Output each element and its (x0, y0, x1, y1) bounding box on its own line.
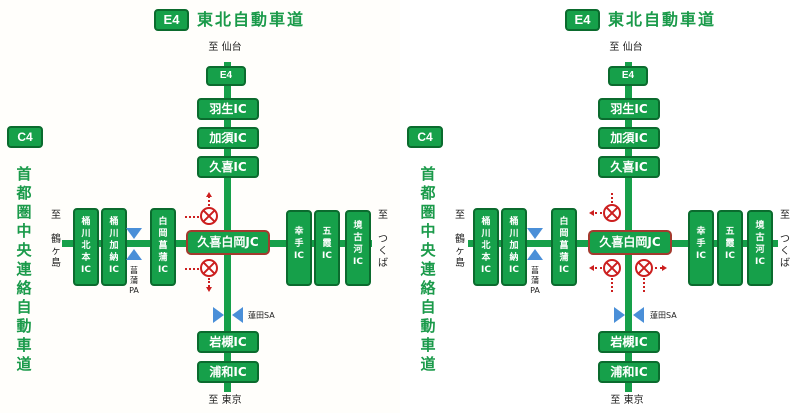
destination-south: 至 東京 (208, 395, 242, 406)
ic-sign: 羽生IC (197, 98, 259, 120)
side-route-title: 首 都 圏 中 央 連 絡 自 動 車 道 (16, 165, 32, 373)
ic-sign: 久喜IC (197, 156, 259, 178)
service-area-icon (213, 307, 224, 323)
diagram-panel-right: E4 東北自動車道 至 仙台 E4 羽生IC 加須IC 久喜IC 岩槻IC 浦和… (400, 0, 800, 413)
route-badge-e4: E4 (154, 9, 189, 31)
destination-north: 至 仙台 (208, 42, 242, 53)
junction-sign: 久喜白岡JC (186, 230, 270, 255)
closed-ramp-icon (635, 259, 653, 277)
arrow-right-icon (662, 265, 667, 271)
junction-sign: 久喜白岡JC (588, 230, 672, 255)
destination-north: 至 仙台 (609, 42, 643, 53)
route-title: 東北自動車道 (197, 10, 306, 29)
route-badge-c4: C4 (7, 126, 43, 148)
road-vertical (625, 62, 632, 392)
destination-west: 至 鶴 ヶ 島 (51, 210, 61, 269)
parking-area-icon (527, 249, 543, 260)
closed-ramp-icon (603, 259, 621, 277)
arrow-up-icon (206, 192, 212, 197)
ic-sign: 岩槻IC (598, 331, 660, 353)
arrow-left-icon (589, 210, 594, 216)
destination-east: 至 つ く ば (780, 210, 790, 269)
parking-area-label: 菖 蒲 PA (530, 266, 540, 295)
road-vertical (224, 62, 231, 392)
route-badge-e4: E4 (565, 9, 600, 31)
ic-sign: 浦和IC (598, 361, 660, 383)
destination-south: 至 東京 (610, 395, 644, 406)
service-area-icon (614, 307, 625, 323)
parking-area-label: 菖 蒲 PA (129, 266, 139, 295)
service-area-label: 蓮田SA (248, 311, 275, 320)
service-area-icon (232, 307, 243, 323)
closed-ramp-icon (200, 259, 218, 277)
ic-sign: 加須IC (598, 127, 660, 149)
service-area-icon (633, 307, 644, 323)
closed-ramp-icon (200, 207, 218, 225)
e4-marker: E4 (608, 66, 648, 86)
ic-sign: 岩槻IC (197, 331, 259, 353)
parking-area-icon (527, 228, 543, 239)
arrow-left-icon (589, 265, 594, 271)
route-badge-c4: C4 (407, 126, 443, 148)
route-title: 東北自動車道 (608, 10, 717, 29)
destination-east: 至 つ く ば (378, 210, 388, 269)
ic-sign: 加須IC (197, 127, 259, 149)
e4-marker: E4 (206, 66, 246, 86)
ic-sign: 羽生IC (598, 98, 660, 120)
ic-sign: 浦和IC (197, 361, 259, 383)
parking-area-icon (126, 249, 142, 260)
side-route-title: 首 都 圏 中 央 連 絡 自 動 車 道 (420, 165, 436, 373)
parking-area-icon (126, 228, 142, 239)
closed-ramp-icon (603, 204, 621, 222)
arrow-down-icon (206, 287, 212, 292)
diagram-panel-left: E4 東北自動車道 至 仙台 E4 羽生IC 加須IC 久喜IC 岩槻IC 浦和… (0, 0, 400, 413)
destination-west: 至 鶴 ヶ 島 (455, 210, 465, 269)
service-area-label: 蓮田SA (650, 311, 677, 320)
ic-sign: 久喜IC (598, 156, 660, 178)
